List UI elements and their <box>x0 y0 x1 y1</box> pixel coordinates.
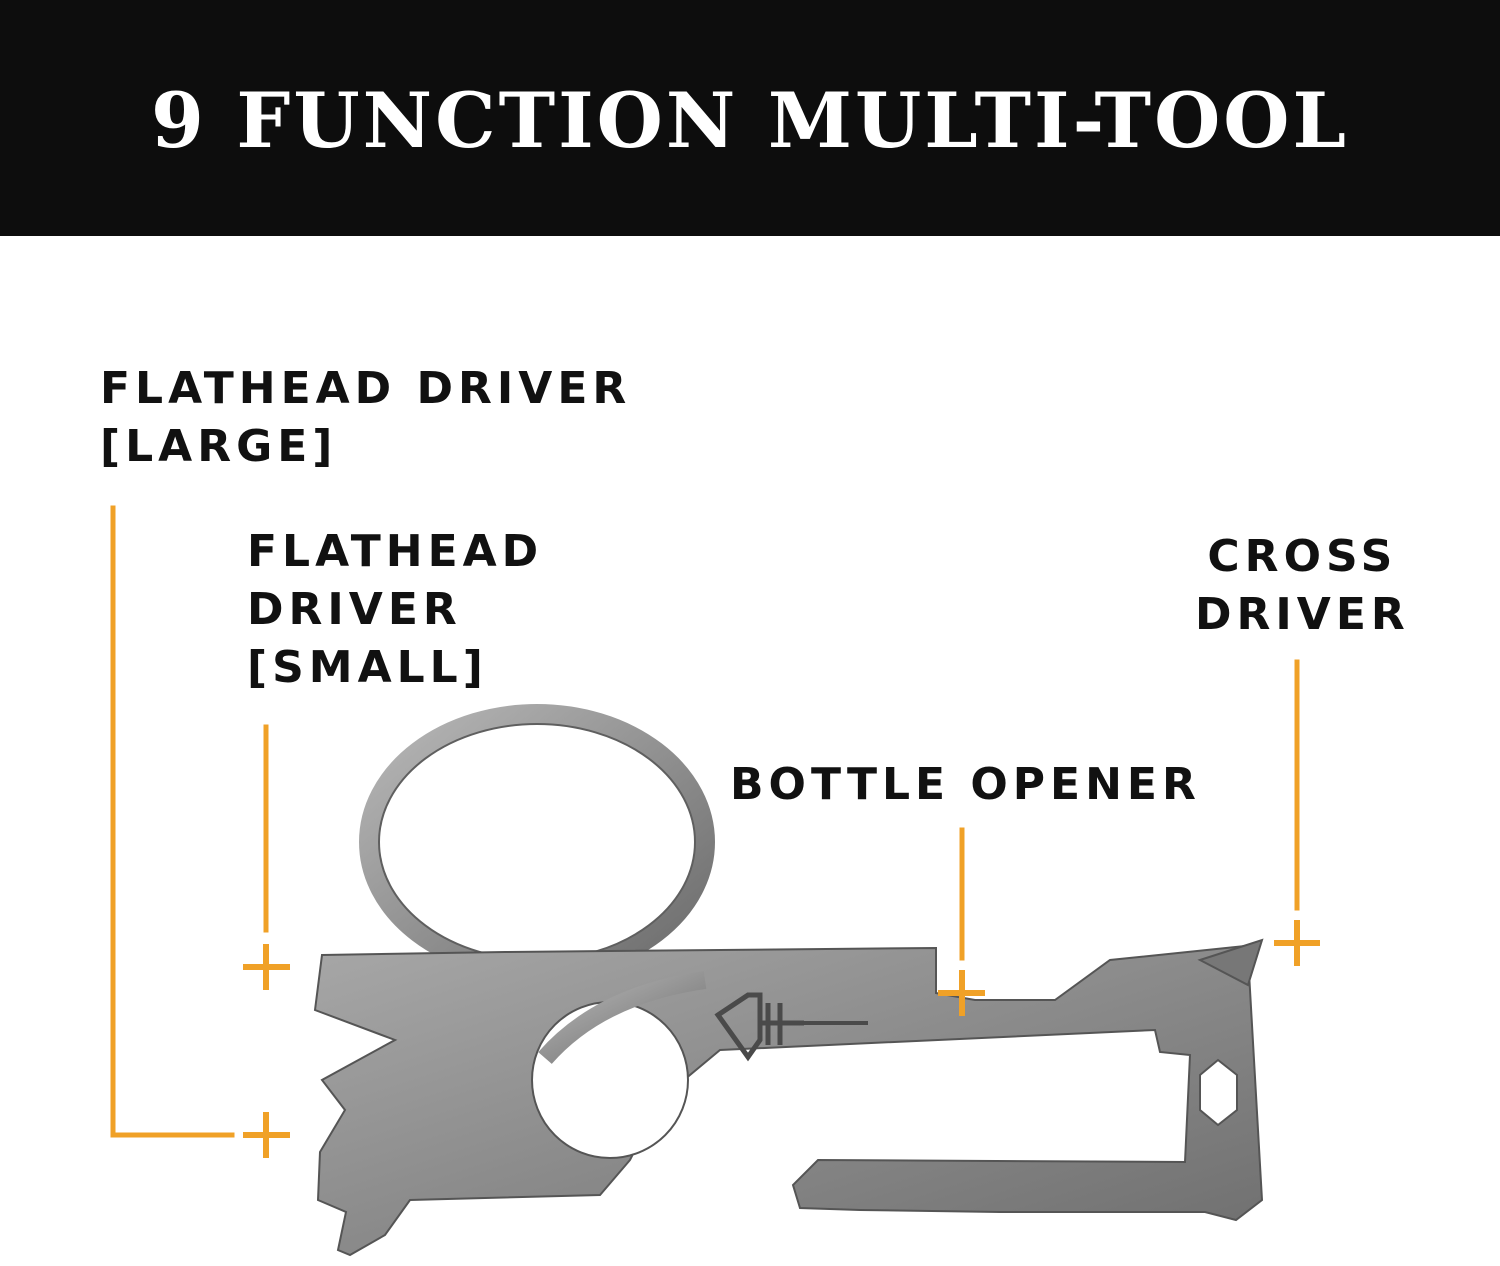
label-bottle-opener-line1: BOTTLE OPENER <box>730 759 1201 810</box>
page-title: 9 FUNCTION MULTI-TOOL <box>151 75 1349 165</box>
multitool-body <box>313 943 1264 1257</box>
label-flathead-small-line2: DRIVER <box>247 584 462 635</box>
ring-hole <box>531 1001 689 1159</box>
key-ring-front <box>538 971 707 1064</box>
header-banner: 9 FUNCTION MULTI-TOOL <box>0 0 1500 236</box>
key-ring-inner-edge <box>378 723 696 961</box>
callout-lines <box>110 505 1300 1138</box>
key-ring <box>359 704 715 980</box>
label-flathead-small-line1: FLATHEAD <box>247 526 544 577</box>
label-flathead-small-line3: [SMALL] <box>247 642 488 693</box>
leader-flathead-large <box>110 505 235 1138</box>
brand-logo-icon <box>714 992 868 1062</box>
plus-marker-flathead-small <box>243 944 290 990</box>
label-cross-driver: CROSS DRIVER <box>1195 528 1410 644</box>
plus-marker-flathead-large <box>243 1112 290 1158</box>
label-bottle-opener: BOTTLE OPENER <box>730 756 1201 814</box>
label-flathead-large-line2: [LARGE] <box>100 421 338 472</box>
plus-marker-bottle-opener <box>938 970 985 1016</box>
hex-cutout <box>1199 1058 1238 1127</box>
label-flathead-large: FLATHEAD DRIVER [LARGE] <box>100 360 631 476</box>
plus-markers <box>243 920 1320 1158</box>
plus-marker-cross-driver <box>1274 920 1320 966</box>
label-flathead-small: FLATHEAD DRIVER [SMALL] <box>247 523 543 697</box>
cross-driver-tip <box>1197 938 1264 987</box>
label-cross-driver-line1: CROSS <box>1207 531 1398 582</box>
label-flathead-large-line1: FLATHEAD DRIVER <box>100 363 632 414</box>
label-cross-driver-line2: DRIVER <box>1195 589 1410 640</box>
